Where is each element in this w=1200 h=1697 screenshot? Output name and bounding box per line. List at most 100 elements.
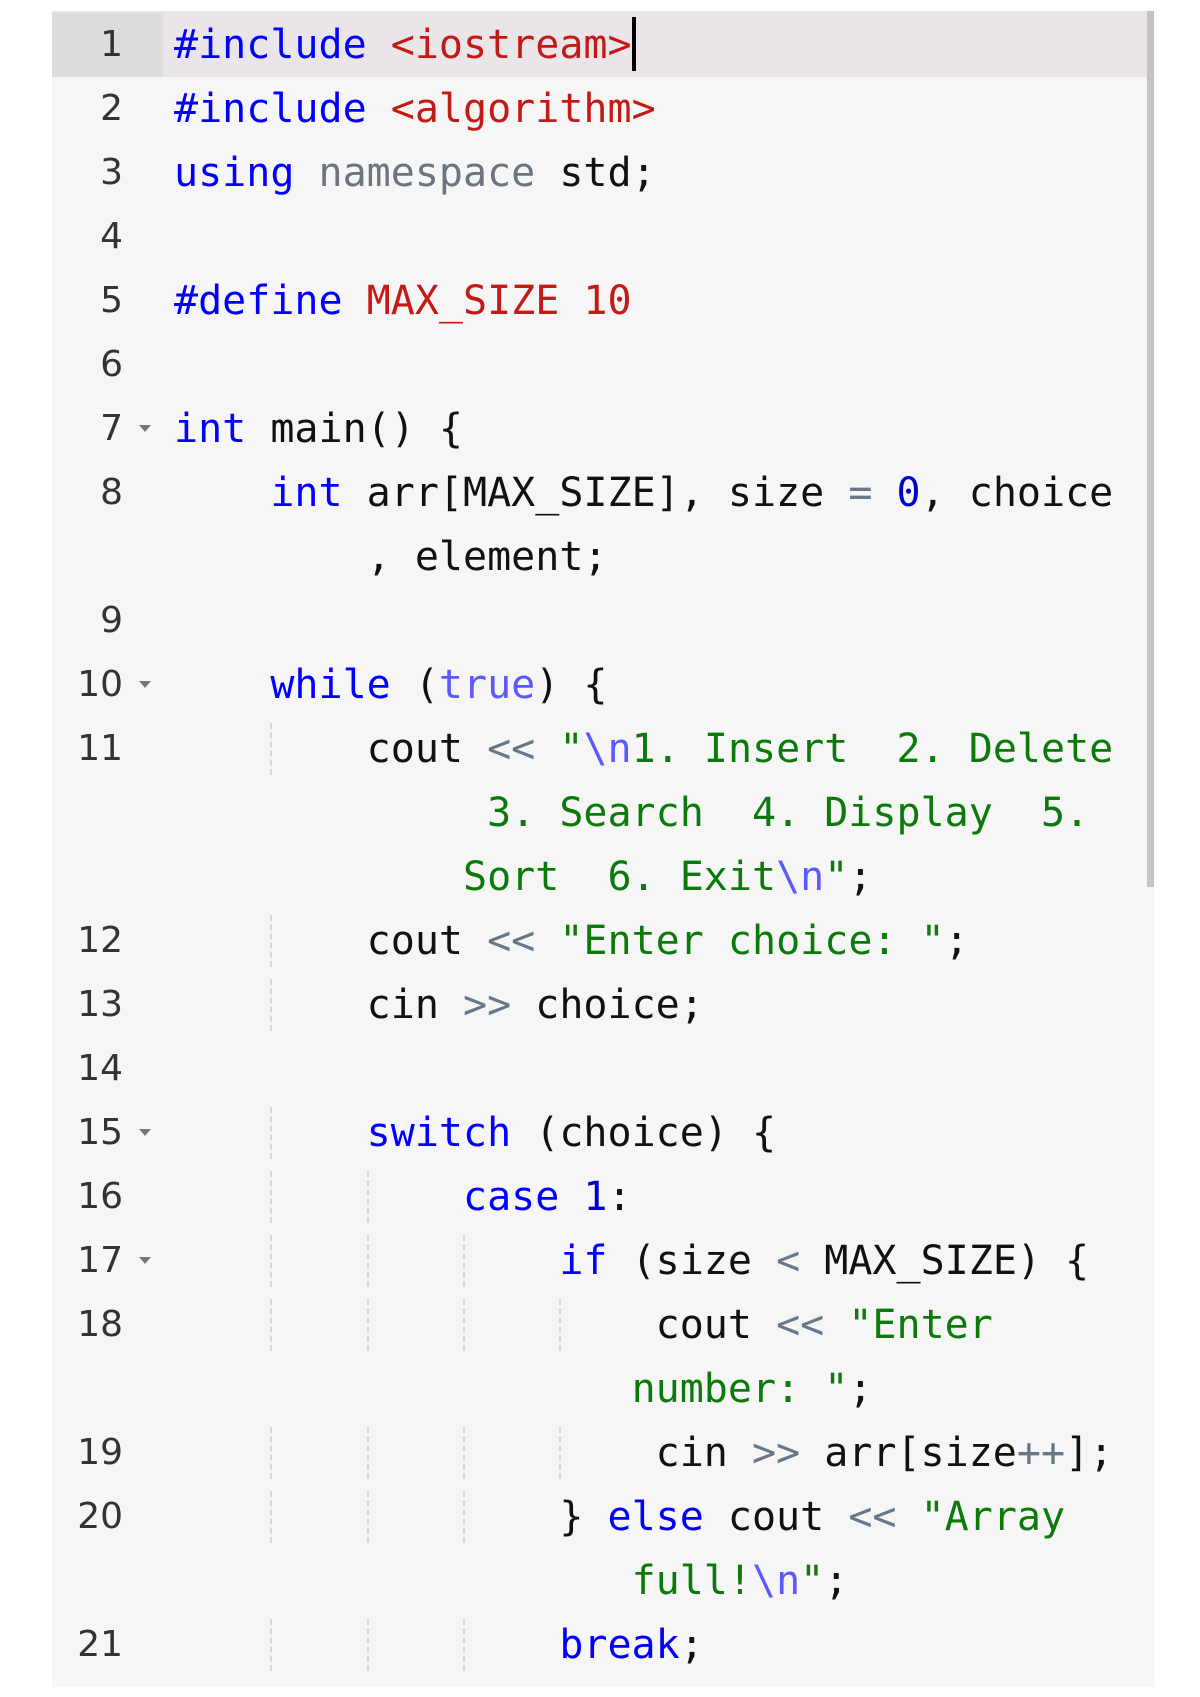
indent-guide xyxy=(366,1171,369,1223)
code-line[interactable]: 11 cout << "\n1. Insert 2. Delete xyxy=(52,717,1147,781)
indent-guide xyxy=(462,1235,465,1287)
token-plain xyxy=(174,470,270,516)
code-text[interactable]: case 1: xyxy=(174,1165,632,1229)
code-text[interactable]: int main() { xyxy=(174,397,463,461)
indent-guide xyxy=(366,1491,369,1543)
token-plain xyxy=(559,1174,583,1220)
code-text[interactable]: 3. Search 4. Display 5. xyxy=(174,781,1089,845)
token-kw: switch xyxy=(366,1110,512,1156)
code-text[interactable]: cout << "\n1. Insert 2. Delete xyxy=(174,717,1114,781)
code-line-wrap[interactable]: , element; xyxy=(52,525,1147,589)
token-plain: , choice xyxy=(920,470,1114,516)
code-text[interactable]: full!\n"; xyxy=(174,1549,849,1613)
line-number-cell: 12 xyxy=(52,909,163,973)
line-number: 8 xyxy=(100,472,123,513)
code-line[interactable]: 17 if (size < MAX_SIZE) { xyxy=(52,1229,1147,1293)
token-kw: #define xyxy=(174,278,343,324)
line-number-cell: 19 xyxy=(52,1421,163,1485)
token-plain: : xyxy=(607,1174,632,1220)
token-esc: \n xyxy=(583,726,632,772)
code-text[interactable]: #define MAX_SIZE 10 xyxy=(174,269,632,333)
code-line[interactable]: 9 xyxy=(52,589,1147,653)
token-num: 0 xyxy=(896,470,921,516)
code-line[interactable]: 8 int arr[MAX_SIZE], size = 0, choice xyxy=(52,461,1147,525)
token-plain xyxy=(535,726,559,772)
code-line[interactable]: 22 xyxy=(52,1677,1147,1687)
token-op: >> xyxy=(462,982,512,1028)
line-number: 15 xyxy=(77,1112,123,1153)
code-line-wrap[interactable]: Sort 6. Exit\n"; xyxy=(52,845,1147,909)
code-text[interactable]: using namespace std; xyxy=(174,141,656,205)
code-line-wrap[interactable]: 3. Search 4. Display 5. xyxy=(52,781,1147,845)
code-line[interactable]: 18 cout << "Enter xyxy=(52,1293,1147,1357)
code-line[interactable]: 21 break; xyxy=(52,1613,1147,1677)
code-line[interactable]: 6 xyxy=(52,333,1147,397)
token-str: full! xyxy=(631,1558,752,1604)
token-kw: case xyxy=(462,1174,560,1220)
token-plain: } xyxy=(174,1494,608,1540)
code-line[interactable]: 4 xyxy=(52,205,1147,269)
vertical-scrollbar[interactable] xyxy=(1147,11,1154,887)
token-plain xyxy=(535,918,559,964)
code-line[interactable]: 12 cout << "Enter choice: "; xyxy=(52,909,1147,973)
line-number: 19 xyxy=(77,1432,123,1473)
indent-guide xyxy=(270,979,273,1031)
code-text[interactable]: int arr[MAX_SIZE], size = 0, choice xyxy=(174,461,1113,525)
token-plain: cin xyxy=(174,1430,752,1476)
fold-arrow-icon[interactable] xyxy=(139,681,151,688)
gutter xyxy=(52,13,163,1687)
code-text[interactable]: #include <iostream> xyxy=(174,13,636,77)
code-line-wrap[interactable]: full!\n"; xyxy=(52,1549,1147,1613)
token-op: << xyxy=(848,1494,897,1540)
fold-arrow-icon[interactable] xyxy=(139,1257,151,1264)
code-line[interactable]: 15 switch (choice) { xyxy=(52,1101,1147,1165)
line-number: 14 xyxy=(77,1048,123,1089)
code-text[interactable]: while (true) { xyxy=(174,653,607,717)
code-line[interactable]: 1#include <iostream> xyxy=(52,13,1147,77)
code-line[interactable]: 10 while (true) { xyxy=(52,653,1147,717)
code-text[interactable]: , element; xyxy=(174,525,608,589)
token-plain xyxy=(294,150,318,196)
token-plain: (size xyxy=(607,1238,777,1284)
code-line-wrap[interactable]: number: "; xyxy=(52,1357,1147,1421)
indent-guide xyxy=(270,915,273,967)
indent-guide xyxy=(270,1619,273,1671)
line-number: 16 xyxy=(77,1176,123,1217)
code-text[interactable]: cout << "Enter choice: "; xyxy=(174,909,969,973)
line-number-cell: 9 xyxy=(52,589,163,653)
line-number-cell: 7 xyxy=(52,397,163,461)
code-text[interactable]: #include <algorithm> xyxy=(174,77,656,141)
code-text[interactable]: cout << "Enter xyxy=(174,1293,993,1357)
code-line[interactable]: 20 } else cout << "Array xyxy=(52,1485,1147,1549)
code-line[interactable]: 5#define MAX_SIZE 10 xyxy=(52,269,1147,333)
code-line[interactable]: 19 cin >> arr[size++]; xyxy=(52,1421,1147,1485)
code-text[interactable]: switch (choice) { xyxy=(174,1101,776,1165)
token-ns: namespace xyxy=(318,150,536,196)
fold-arrow-icon[interactable] xyxy=(139,1129,151,1136)
token-kw: #include xyxy=(174,22,367,68)
code-line[interactable]: 16 case 1: xyxy=(52,1165,1147,1229)
code-line[interactable]: 2 #include <algorithm> xyxy=(52,77,1147,141)
token-str: 1. Insert 2. Delete xyxy=(631,726,1114,772)
code-text[interactable]: cin >> choice; xyxy=(174,973,704,1037)
code-text[interactable]: } else cout << "Array xyxy=(174,1485,1065,1549)
code-text[interactable]: if (size < MAX_SIZE) { xyxy=(174,1229,1089,1293)
line-number-cell: 10 xyxy=(52,653,163,717)
token-plain xyxy=(174,1174,463,1220)
fold-arrow-icon[interactable] xyxy=(139,425,151,432)
token-plain xyxy=(174,1110,367,1156)
token-plain xyxy=(872,470,896,516)
code-editor[interactable]: 1#include <iostream> 2 #include <algorithm… xyxy=(52,11,1154,1687)
code-text[interactable]: break; xyxy=(174,1613,704,1677)
code-line[interactable]: 14 xyxy=(52,1037,1147,1101)
code-text[interactable]: number: "; xyxy=(174,1357,873,1421)
code-text[interactable]: cin >> arr[size++]; xyxy=(174,1421,1114,1485)
code-line[interactable]: 13 cin >> choice; xyxy=(52,973,1147,1037)
line-number-cell: 8 xyxy=(52,461,163,525)
line-number: 9 xyxy=(100,600,123,641)
code-text[interactable]: Sort 6. Exit\n"; xyxy=(174,845,872,909)
line-number: 22 xyxy=(77,1677,123,1687)
line-number: 2 xyxy=(100,88,123,129)
